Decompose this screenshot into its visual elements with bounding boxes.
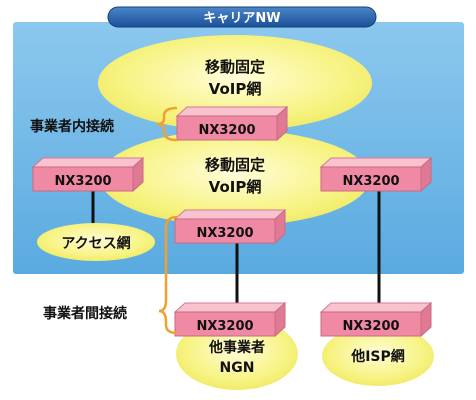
middle-cloud-line1: 移動固定 [205, 156, 265, 174]
upper-cloud-line2: VoIP網 [209, 80, 262, 98]
router-left-label: NX3200 [54, 174, 111, 189]
isp-label: 他ISP網 [350, 348, 405, 365]
router-right: NX3200 [320, 157, 432, 192]
router-ngn: NX3200 [174, 302, 286, 337]
router-right-label: NX3200 [342, 174, 399, 189]
router-center-label: NX3200 [196, 226, 253, 241]
middle-voip-cloud: 移動固定 VoIP網 [100, 130, 370, 226]
middle-cloud-line2: VoIP網 [209, 178, 262, 196]
router-top: NX3200 [176, 106, 288, 141]
title-bar: キャリアNW [107, 6, 377, 28]
intra-connection-label: 事業者内接続 [30, 118, 114, 135]
ngn-label-line1: 他事業者 [208, 339, 265, 356]
router-left: NX3200 [32, 157, 144, 192]
upper-voip-cloud: 移動固定 VoIP網 [98, 35, 372, 131]
router-center: NX3200 [174, 209, 286, 244]
intra-connection-bracket [156, 106, 178, 142]
router-isp: NX3200 [320, 302, 432, 337]
router-isp-label: NX3200 [342, 319, 399, 334]
upper-cloud-line1: 移動固定 [205, 58, 265, 76]
router-top-label: NX3200 [198, 123, 255, 138]
access-network-label: アクセス網 [61, 235, 130, 252]
inter-connection-label: 事業者間接続 [43, 305, 127, 322]
router-ngn-label: NX3200 [196, 319, 253, 334]
inter-connection-bracket [158, 215, 178, 335]
ngn-label-line2: NGN [220, 360, 255, 376]
title-text: キャリアNW [203, 11, 280, 26]
isp-cloud: 他ISP網 [322, 326, 434, 386]
access-network-cloud: アクセス網 [37, 223, 155, 261]
